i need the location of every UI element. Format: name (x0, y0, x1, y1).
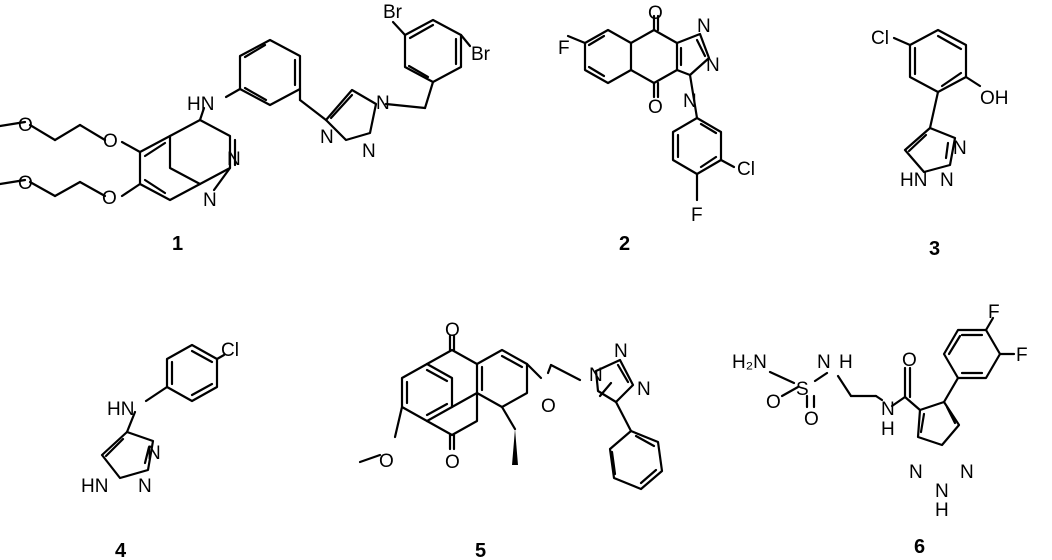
chlorine-atom-label: Cl (221, 340, 239, 361)
chlorine-atom-label: Cl (737, 159, 755, 180)
sulfonamide-hydrogen-label: H (839, 352, 853, 373)
amino-label: H₂N (732, 352, 767, 373)
compound-4-bonds (100, 343, 226, 480)
triazole-nitrogen-label: N (320, 127, 334, 148)
fluorine-atom-label: F (988, 302, 1000, 323)
compound-3: Cl OH N N HN 3 (871, 28, 1009, 260)
compound-number: 3 (929, 238, 940, 260)
fluorine-atom-label: F (558, 38, 570, 59)
compound-4: Cl HN N N HN 4 (81, 340, 239, 560)
compound-1-bonds (0, 18, 472, 202)
compound-number: 5 (475, 540, 486, 560)
amine-label: HN (187, 94, 214, 115)
compound-2: F O O N N N Cl F 2 (558, 3, 755, 255)
triazole-nh-label: HN (900, 170, 927, 191)
sulfonyl-oxygen-label: O (766, 392, 781, 413)
compound-6-bonds (768, 316, 1016, 447)
compound-2-bonds (566, 14, 736, 202)
compound-3-bonds (892, 28, 982, 174)
triazole-nitrogen-label: N (960, 462, 974, 483)
compound-5: O O O O N N N 5 (358, 320, 664, 560)
hydroxyl-label: OH (980, 88, 1009, 109)
carbonyl-oxygen-label: O (902, 350, 917, 371)
compound-6: H₂N S N H O O F F O N H N N N H 6 (732, 302, 1028, 558)
methoxy-oxygen-label: O (379, 451, 394, 472)
triazole-nitrogen-label: N (589, 365, 603, 386)
sulfonyl-oxygen-label: O (804, 409, 819, 430)
carbonyl-oxygen-label: O (445, 452, 460, 473)
triazole-nitrogen-label: N (147, 443, 161, 464)
carbonyl-oxygen-label: O (648, 97, 663, 118)
compound-5-bonds (358, 334, 664, 491)
triazole-nitrogen-label: N (697, 16, 711, 37)
ether-oxygen-label: O (103, 131, 118, 152)
bromine-atom-label: Br (383, 2, 403, 23)
triazole-nitrogen-label: N (683, 91, 697, 112)
compound-1: Br Br HN N N N N N O O O O 1 (0, 2, 491, 255)
carbonyl-oxygen-label: O (648, 3, 663, 24)
bromine-atom-label: Br (471, 44, 491, 65)
triazole-nitrogen-label: N (706, 55, 720, 76)
ether-oxygen-label: O (102, 188, 117, 209)
compound-number: 6 (914, 536, 925, 558)
triazole-nh-label: HN (81, 476, 108, 497)
methyl-wedge (512, 429, 518, 465)
compound-number: 4 (115, 540, 127, 560)
triazole-nitrogen-label: N (909, 462, 923, 483)
quinazoline-nitrogen-label: N (203, 190, 217, 211)
carbonyl-oxygen-label: O (445, 320, 460, 341)
compound-number: 2 (619, 233, 630, 255)
amide-nitrogen-label: N (881, 399, 895, 420)
ring-oxygen-label: O (541, 396, 556, 417)
triazole-nitrogen-label: N (614, 341, 628, 362)
chlorine-atom-label: Cl (871, 28, 889, 49)
triazole-nitrogen-label: N (940, 170, 954, 191)
ether-oxygen-label: O (18, 115, 33, 136)
ether-oxygen-label: O (18, 173, 33, 194)
triazole-nitrogen-label: N (376, 93, 390, 114)
quinazoline-nitrogen-label: N (227, 149, 241, 170)
triazole-nitrogen-label: N (935, 481, 949, 502)
amine-label: HN (107, 399, 134, 420)
fluorine-atom-label: F (691, 205, 703, 226)
triazole-nitrogen-label: N (362, 141, 376, 162)
triazole-nitrogen-label: N (637, 379, 651, 400)
fluorine-atom-label: F (1016, 345, 1028, 366)
amide-hydrogen-label: H (881, 419, 895, 440)
triazole-nitrogen-label: N (138, 476, 152, 497)
triazole-hydrogen-label: H (935, 500, 949, 521)
compound-number: 1 (172, 233, 183, 255)
sulfonamide-nitrogen-label: N (817, 352, 831, 373)
sulfur-atom-label: S (796, 379, 809, 400)
triazole-nitrogen-label: N (953, 138, 967, 159)
